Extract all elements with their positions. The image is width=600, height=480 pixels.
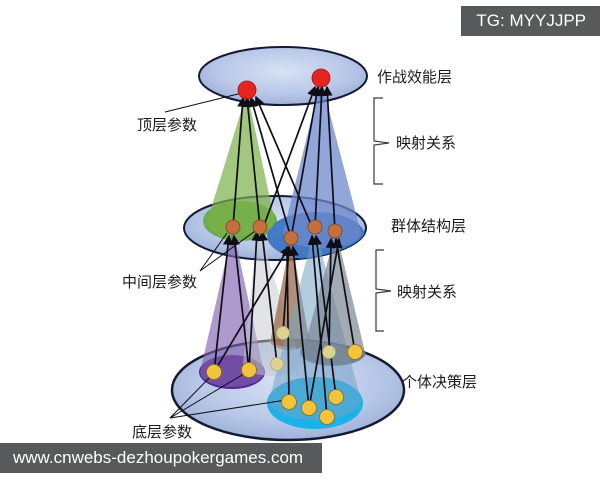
- middle-params-pointer: [199, 228, 259, 272]
- mapping-arrows: [213, 85, 356, 418]
- top-parameter-node: [311, 68, 331, 88]
- bottom-parameter-node: [241, 362, 257, 378]
- bottom-parameter-node: [206, 364, 222, 380]
- slate-mapping-cone: [303, 231, 365, 365]
- upper-mapping-arrow: [254, 95, 314, 230]
- telegram-badge-text: TG: MYYJJPP: [476, 11, 586, 30]
- bottom-parameter-node: [347, 344, 363, 360]
- lower-mapping-arrow: [332, 237, 356, 353]
- bottom-parameter-node-faded: [270, 357, 284, 371]
- label-bottom-params: 底层参数: [132, 424, 192, 441]
- upper-mapping-arrow: [232, 96, 248, 228]
- label-top-params: 顶层参数: [137, 117, 197, 134]
- upper-mapping-arrow: [322, 85, 336, 232]
- bottom-parameter-node: [301, 400, 317, 416]
- label-middle-params: 中间层参数: [122, 274, 197, 291]
- lower-mapping-arrow: [248, 230, 262, 371]
- lower-mapping-arrow: [288, 245, 310, 409]
- lower-mapping-arrow: [229, 234, 250, 371]
- label-top-layer: 作战效能层: [377, 69, 452, 86]
- top-layer-ellipse: [198, 46, 368, 106]
- label-bottom-layer: 个体决策层: [402, 374, 477, 391]
- bottom-parameter-node-faded: [322, 345, 336, 359]
- lower-mapping-arrow: [325, 237, 336, 353]
- parameter-nodes: [206, 68, 363, 425]
- lower-mapping-arrow: [213, 234, 234, 373]
- lower-mapping-arrow: [257, 230, 278, 365]
- label-middle-layer: 群体结构层: [391, 218, 466, 235]
- top-params-pointer: [164, 92, 243, 113]
- watermark-url-text: www.cnwebs-dezhoupokergames.com: [13, 448, 304, 467]
- middle-parameter-node: [283, 230, 299, 246]
- upper-mapping-arrow: [242, 96, 261, 228]
- bottom-parameter-node: [319, 409, 335, 425]
- upper-mapping-bracket: [373, 97, 390, 185]
- middle-parameter-node: [327, 223, 343, 239]
- upper-mapping-arrow: [290, 85, 322, 239]
- lower-mapping-bracket: [375, 249, 392, 332]
- lower-mapping-arrow: [213, 245, 290, 373]
- lower-mapping-arrow: [307, 234, 328, 418]
- telegram-badge: TG: MYYJJPP: [461, 6, 600, 36]
- middle-params-pointer: [199, 232, 228, 272]
- bottom-parameter-node: [281, 394, 297, 410]
- bottom-params-pointer: [169, 399, 287, 419]
- upper-mapping-arrow: [262, 85, 317, 229]
- bottom-params-pointer: [169, 373, 214, 419]
- bottom-parameter-node: [328, 389, 344, 405]
- label-pointer-lines: [164, 92, 287, 419]
- lower-mapping-arrow: [282, 245, 293, 403]
- upper-mapping-arrow: [248, 96, 292, 239]
- top-parameter-node: [237, 80, 257, 100]
- bottom-params-pointer: [169, 371, 248, 419]
- middle-parameter-node: [225, 219, 241, 235]
- middle-parameter-node: [252, 219, 268, 235]
- lower-mapping-arrow: [308, 237, 343, 409]
- upper-mapping-arrow: [314, 85, 327, 228]
- middle-parameter-node: [307, 219, 323, 235]
- watermark-url-bar: www.cnwebs-dezhoupokergames.com: [0, 443, 322, 473]
- bottom-parameter-node-faded: [276, 326, 290, 340]
- label-mapping-lower: 映射关系: [397, 284, 457, 301]
- label-mapping-upper: 映射关系: [396, 135, 456, 152]
